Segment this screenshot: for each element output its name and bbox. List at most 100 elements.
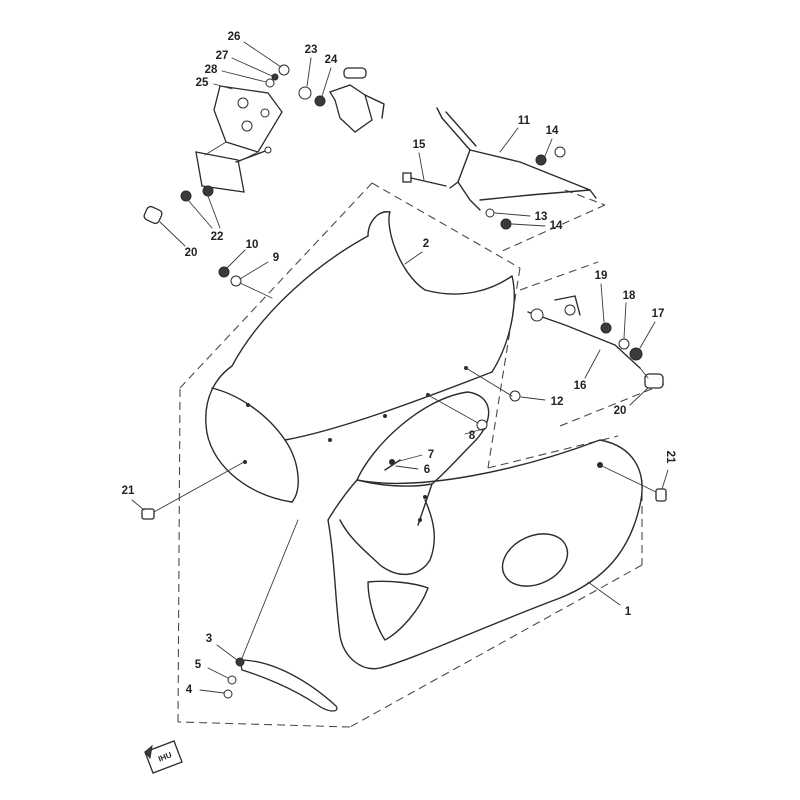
leader-line <box>395 454 423 463</box>
assembly-line <box>639 367 649 379</box>
leader-line <box>207 195 221 229</box>
leader-line <box>464 427 487 435</box>
leader-line <box>216 644 238 661</box>
direction-stamp: IHU <box>144 740 183 774</box>
callout-label: 21 <box>122 485 135 497</box>
callout-label: 8 <box>469 430 476 442</box>
leader-line <box>306 57 312 87</box>
callout-label: 1 <box>625 606 632 618</box>
clamp-bracket <box>329 67 385 133</box>
callout-label: 11 <box>518 115 531 127</box>
leader-line <box>511 223 546 227</box>
bolt-21 <box>655 488 667 502</box>
leader-line <box>418 152 425 181</box>
leader-line <box>213 83 233 90</box>
leader-line <box>243 41 282 68</box>
mounting-holes <box>243 366 603 522</box>
guide-line <box>564 189 606 206</box>
grommet-20 <box>644 373 664 389</box>
stay-arm <box>445 111 477 147</box>
leader-line <box>639 321 656 349</box>
callout-label: 14 <box>550 220 563 232</box>
leader-line <box>226 249 246 269</box>
washer-28 <box>265 78 275 88</box>
guide-line <box>499 204 606 253</box>
clamp-top <box>343 67 367 79</box>
leader-line <box>584 349 601 379</box>
fairing-stay <box>436 107 597 211</box>
nut-10 <box>218 266 230 278</box>
bolt-21 <box>141 508 155 520</box>
nut-3 <box>235 657 245 667</box>
callout-label: 20 <box>614 405 627 417</box>
washer-5 <box>227 675 237 685</box>
guide-line <box>487 267 521 469</box>
washer-27 <box>271 73 279 81</box>
leader-line <box>544 138 553 157</box>
nut-14 <box>554 146 566 158</box>
callout-label: 7 <box>428 449 434 461</box>
leader-line <box>661 469 669 490</box>
bolt-22 <box>180 190 192 202</box>
screw-8 <box>476 419 488 431</box>
headlight-edge <box>211 387 299 503</box>
grommet-20 <box>143 205 163 225</box>
leader-line <box>600 283 605 323</box>
leader-line <box>404 251 423 265</box>
mount-hole <box>237 97 249 109</box>
guide-line <box>519 261 599 291</box>
guide-line <box>177 721 351 728</box>
upper-cowl-right-edge <box>491 275 515 373</box>
callout-label: 14 <box>546 125 559 137</box>
leader-line <box>159 221 186 247</box>
callout-labels: 26 27 28 25 23 24 11 14 15 13 14 22 20 1… <box>122 31 676 696</box>
assembly-line <box>237 151 259 163</box>
nut-26 <box>278 64 290 76</box>
lower-cowl <box>327 439 643 670</box>
mirror-base-plate <box>213 85 283 153</box>
callout-label: 6 <box>424 464 430 476</box>
lower-cowl-inner-lobe <box>339 499 436 576</box>
lower-cowl-cutout <box>367 580 429 641</box>
assembly-line <box>427 394 479 424</box>
callout-label: 27 <box>216 50 229 62</box>
nut-14 <box>500 218 512 230</box>
stay-16-arm <box>527 311 641 369</box>
callout-label: 2 <box>423 238 429 250</box>
leader-line <box>587 581 621 606</box>
nut-24 <box>314 95 326 107</box>
callout-label: 21 <box>664 451 676 464</box>
callout-label: 20 <box>185 247 198 259</box>
guide-line <box>177 387 181 723</box>
leader-line <box>321 67 332 97</box>
lower-cowl-vent <box>501 533 569 587</box>
bolt-15 <box>402 172 447 187</box>
callout-label: 3 <box>206 633 212 645</box>
inner-panel <box>356 391 490 526</box>
washer-9 <box>230 275 242 287</box>
callout-label: 4 <box>186 684 193 696</box>
mirror-rod-end <box>264 146 272 154</box>
callout-label: 17 <box>652 308 665 320</box>
mounting-hole <box>246 403 250 407</box>
mount-hole <box>260 108 270 118</box>
callout-label: 22 <box>211 231 224 243</box>
upper-cowl-left-edge <box>205 235 369 503</box>
lower-cowl-outline <box>327 439 643 670</box>
assembly-line <box>204 141 227 156</box>
callout-label: 13 <box>535 211 548 223</box>
leader-line <box>623 302 627 339</box>
nut-17 <box>629 347 643 361</box>
leader-line <box>395 465 419 470</box>
mirror-stay-16 <box>527 295 643 369</box>
callout-label: 26 <box>228 31 241 43</box>
mounting-hole <box>383 414 387 418</box>
nut-14 <box>535 154 547 166</box>
leader-line <box>187 199 213 229</box>
guide-line <box>179 182 373 389</box>
guide-line <box>371 182 521 269</box>
callout-label: 19 <box>595 270 608 282</box>
leader-line <box>221 70 267 83</box>
callout-label: 12 <box>551 396 564 408</box>
